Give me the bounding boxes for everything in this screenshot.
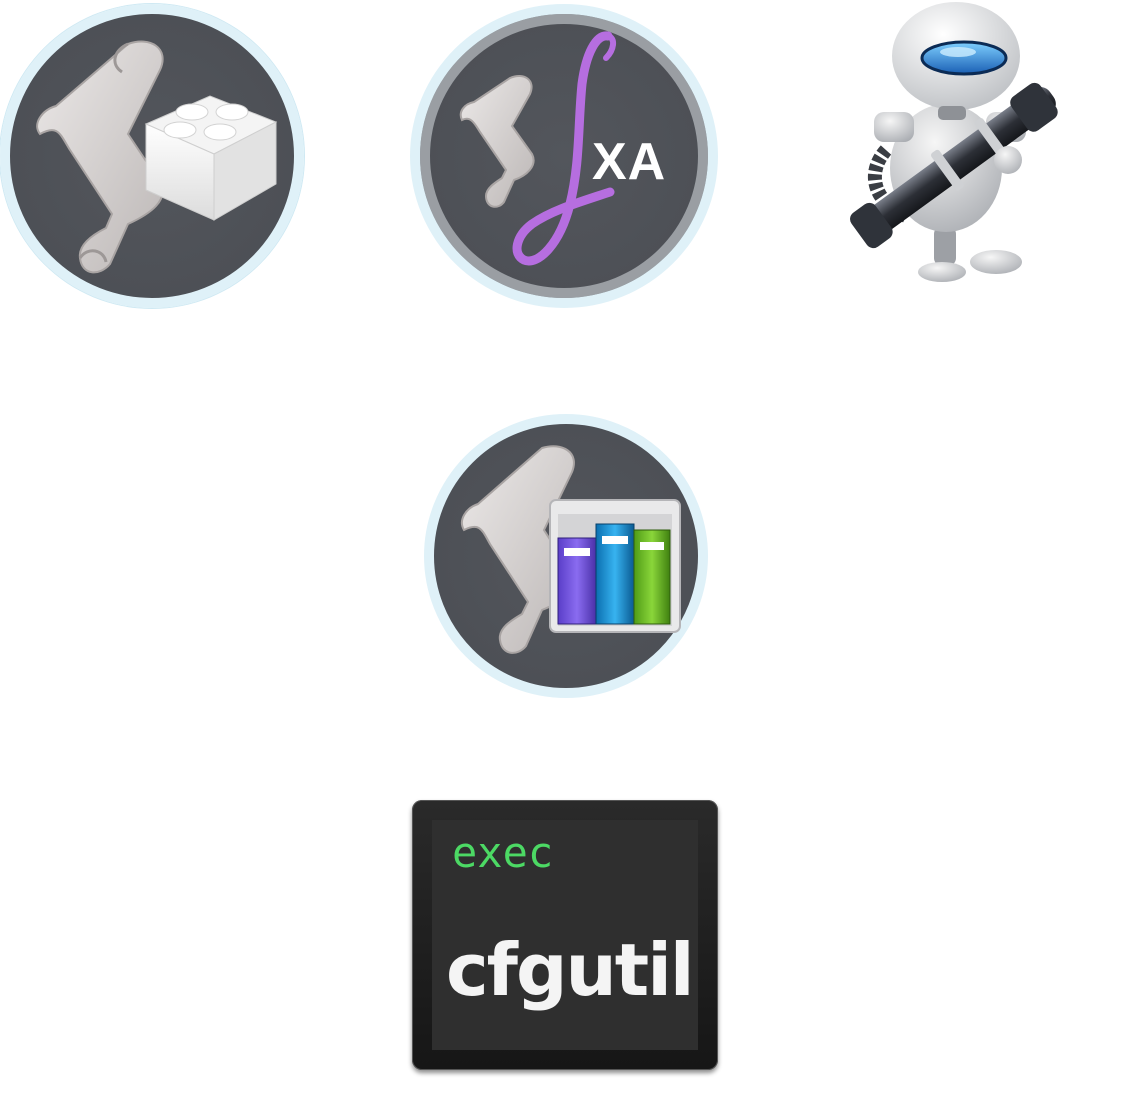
terminal-line-exec: exec — [452, 828, 554, 877]
terminal-screen: exec cfgutil — [432, 820, 698, 1050]
scroll-jxa-icon: XA — [410, 4, 718, 308]
automator-robot-graphic — [850, 2, 1058, 282]
terminal-line-command: cfgutil — [446, 928, 695, 1012]
scroll-jxa-graphic — [459, 31, 616, 266]
automator-robot-icon — [846, 0, 1058, 306]
scroll-lego-graphic — [36, 40, 278, 274]
scroll-books-graphic — [460, 445, 681, 654]
jxa-label: XA — [592, 133, 667, 191]
scroll-books-icon — [424, 414, 708, 698]
scroll-lego-icon — [0, 4, 304, 308]
terminal-icon: exec cfgutil — [412, 800, 718, 1070]
